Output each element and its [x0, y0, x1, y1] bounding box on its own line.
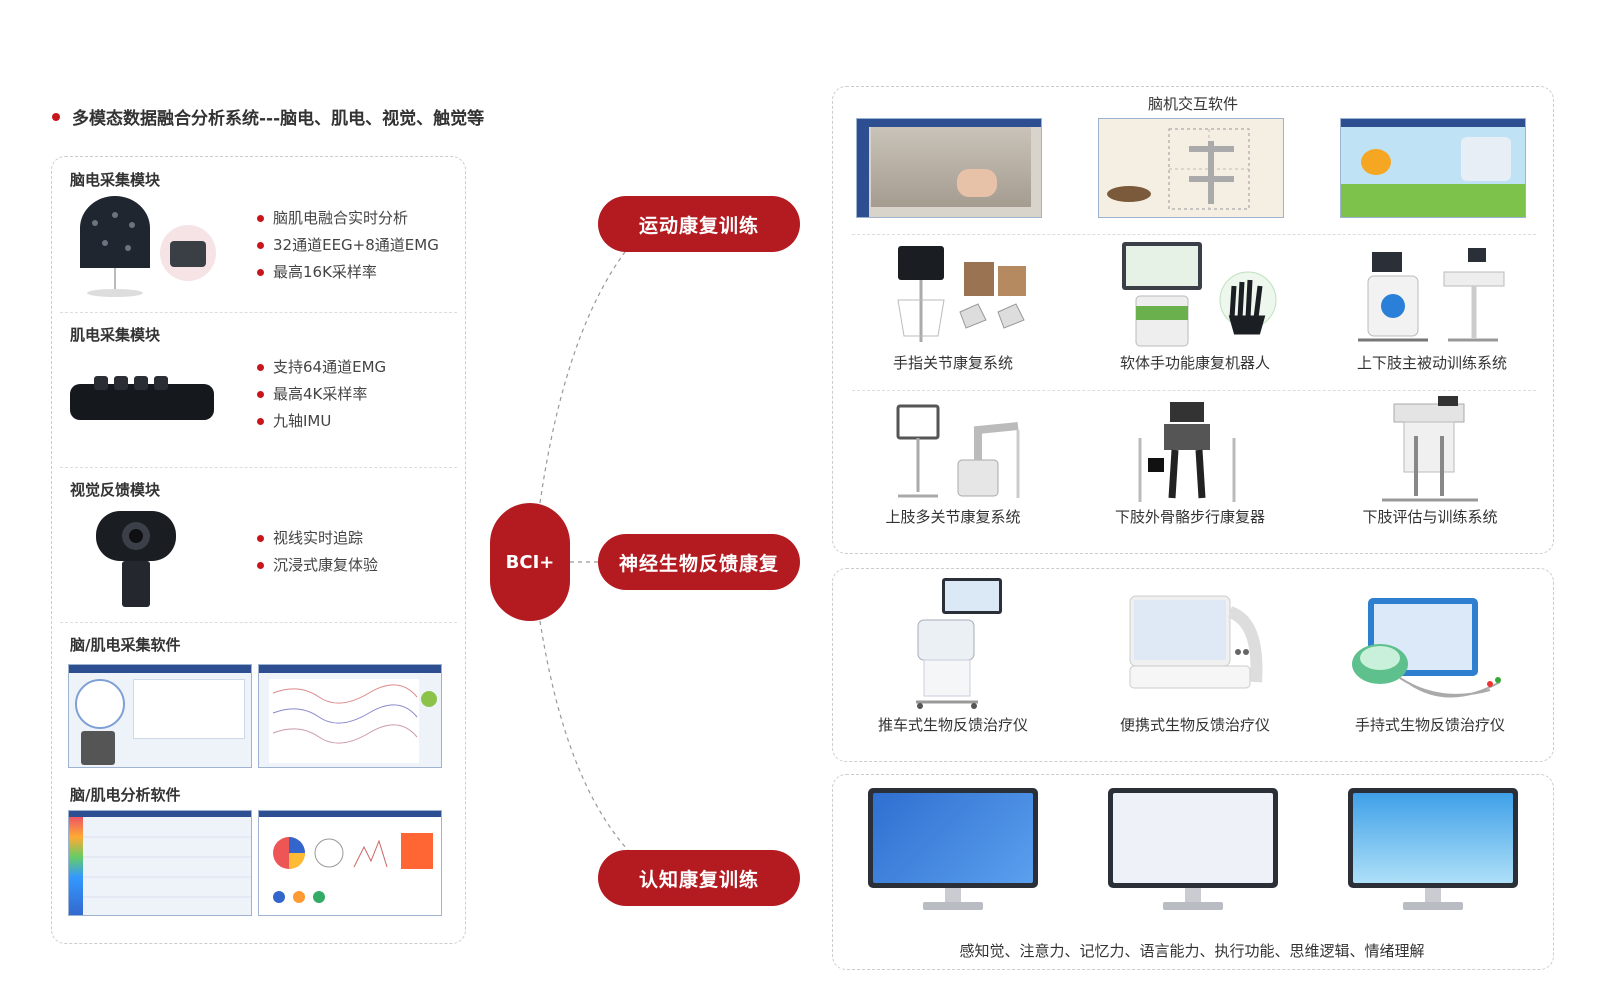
connector-cognitive: [539, 620, 629, 851]
device-caption: 便携式生物反馈治疗仪: [1119, 716, 1270, 734]
divider: [852, 234, 1536, 235]
bci-software-screenshot-2: [1098, 118, 1284, 218]
acquisition-screenshot-1: [68, 664, 252, 768]
feature-item: 视线实时追踪: [257, 525, 378, 552]
modules-panel: 脑电采集模块 脑肌电融合实时分析 32通道EEG+8通道EMG 最高16K采样率…: [51, 156, 466, 944]
software-title: 脑机交互软件: [1147, 95, 1238, 113]
feature-item: 最高4K采样率: [257, 381, 386, 408]
eeg-module: 脑电采集模块 脑肌电融合实时分析 32通道EEG+8通道EMG 最高16K采样率: [52, 157, 465, 312]
soft-hand-robot-image: [1122, 242, 1277, 347]
device-caption: 上下肢主被动训练系统: [1356, 354, 1507, 372]
module-title: 脑/肌电分析软件: [70, 786, 181, 804]
bci-software-screenshot-1: [856, 118, 1042, 218]
emg-module: 肌电采集模块 支持64通道EMG 最高4K采样率 九轴IMU: [52, 312, 465, 467]
divider: [60, 312, 457, 313]
branch-cognitive-rehab: 认知康复训练: [598, 850, 800, 906]
handheld-biofeedback-image: [1352, 598, 1501, 698]
feature-item: 九轴IMU: [257, 408, 386, 435]
feature-item: 最高16K采样率: [257, 259, 439, 286]
branch-motor-rehab: 运动康复训练: [598, 196, 800, 252]
portable-biofeedback-image: [1129, 595, 1263, 689]
webcam-image: [96, 511, 176, 607]
limb-active-passive-trainer-image: [1358, 248, 1505, 342]
divider: [60, 467, 457, 468]
biofeedback-panel: [832, 568, 1554, 762]
divider: [852, 390, 1536, 391]
analysis-software-section: 脑/肌电分析软件: [52, 772, 465, 942]
device-caption: 软体手功能康复机器人: [1119, 354, 1270, 372]
motor-rehab-panel: [832, 86, 1554, 554]
cognitive-monitor-3: [1348, 788, 1518, 918]
feature-item: 脑肌电融合实时分析: [257, 205, 439, 232]
module-title: 脑/肌电采集软件: [70, 636, 181, 654]
visual-module: 视觉反馈模块 视线实时追踪 沉浸式康复体验: [52, 467, 465, 622]
page-title: 多模态数据融合分析系统---脑电、肌电、视觉、触觉等: [52, 104, 484, 129]
acquisition-software-section: 脑/肌电采集软件: [52, 622, 465, 782]
device-caption: 手指关节康复系统: [892, 354, 1013, 372]
finger-joint-device-image: [897, 246, 1026, 342]
feature-item: 支持64通道EMG: [257, 354, 386, 381]
connector-motor: [539, 247, 629, 504]
title-text: 多模态数据融合分析系统---脑电、肌电、视觉、触觉等: [72, 109, 485, 129]
upper-limb-multijoint-image: [896, 404, 1020, 498]
device-caption: 推车式生物反馈治疗仪: [877, 716, 1028, 734]
acquisition-screenshot-2: [258, 664, 442, 768]
analysis-screenshot-2: [258, 810, 442, 916]
emg-device-image: [70, 376, 214, 420]
lower-limb-evaluation-image: [1382, 396, 1478, 502]
feature-item: 32通道EEG+8通道EMG: [257, 232, 439, 259]
device-caption: 上肢多关节康复系统: [885, 508, 1021, 526]
device-caption: 手持式生物反馈治疗仪: [1354, 716, 1505, 734]
module-title: 脑电采集模块: [70, 171, 161, 189]
cognitive-monitor-2: [1108, 788, 1278, 918]
divider: [60, 622, 457, 623]
module-title: 肌电采集模块: [70, 326, 161, 344]
eeg-cap-image: [80, 196, 216, 297]
bci-node: BCI+: [490, 503, 570, 621]
bci-software-screenshot-3: [1340, 118, 1526, 218]
lower-limb-exoskeleton-image: [1138, 402, 1236, 502]
cart-biofeedback-image: [916, 578, 1002, 709]
device-caption: 下肢评估与训练系统: [1362, 508, 1498, 526]
cognitive-monitor-1: [868, 788, 1038, 918]
branch-neuro-biofeedback: 神经生物反馈康复: [598, 534, 800, 590]
bullet-dot: [52, 112, 60, 121]
device-caption: 下肢外骨骼步行康复器: [1114, 508, 1265, 526]
module-title: 视觉反馈模块: [70, 481, 161, 499]
feature-item: 沉浸式康复体验: [257, 552, 378, 579]
cognitive-caption: 感知觉、注意力、记忆力、语言能力、执行功能、思维逻辑、情绪理解: [959, 942, 1425, 960]
analysis-screenshot-1: [68, 810, 252, 916]
cognitive-panel: [832, 774, 1554, 970]
